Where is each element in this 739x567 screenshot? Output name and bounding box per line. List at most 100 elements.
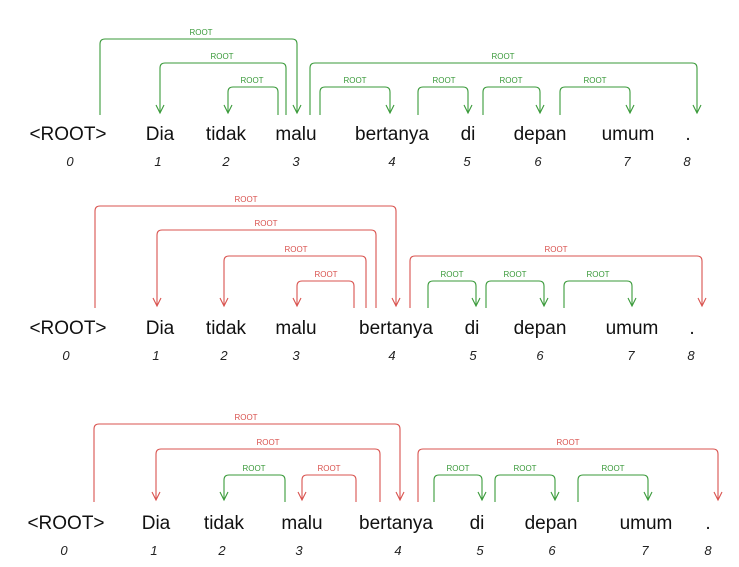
arc-label: ROOT	[513, 464, 536, 473]
dependency-arc: ROOT	[292, 270, 355, 308]
arc-line	[417, 448, 719, 502]
arc-label: ROOT	[583, 76, 606, 85]
arc-line	[227, 86, 279, 115]
token-index: 2	[221, 154, 230, 169]
arc-label: ROOT	[234, 195, 257, 204]
arrowhead-icon	[713, 491, 723, 502]
arc-line	[319, 86, 391, 115]
token-word: Dia	[142, 513, 171, 534]
token-word: depan	[525, 513, 578, 534]
token-index: 7	[641, 543, 649, 558]
arc-label: ROOT	[432, 76, 455, 85]
arc-label: ROOT	[601, 464, 624, 473]
token-word: .	[685, 124, 690, 145]
arc-line	[417, 86, 469, 115]
arrowhead-icon	[395, 491, 405, 502]
arc-label: ROOT	[586, 270, 609, 279]
token-word: umum	[606, 318, 659, 339]
token-word: depan	[514, 318, 567, 339]
arc-label: ROOT	[234, 413, 257, 422]
dependency-arc: ROOT	[99, 28, 302, 115]
arc-line	[159, 62, 287, 115]
dependency-arc: ROOT	[297, 464, 357, 502]
arrowhead-icon	[385, 104, 395, 115]
arc-line	[296, 280, 355, 308]
token-word: umum	[602, 124, 655, 145]
arc-line	[577, 474, 649, 502]
token-index: 2	[219, 348, 228, 363]
arc-line	[482, 86, 541, 115]
dependency-arc: ROOT	[219, 464, 286, 502]
arrowhead-icon	[292, 104, 302, 115]
token-index: 5	[469, 348, 477, 363]
arrowhead-icon	[391, 297, 401, 308]
dependency-arc: ROOT	[482, 76, 545, 115]
arc-line	[94, 205, 397, 308]
parse-tree-3: ROOT ROOT ROOT ROOT ROOT ROOT ROOT ROOT <ROOT> Di…	[27, 413, 723, 558]
arc-line	[433, 474, 483, 502]
arc-label: ROOT	[491, 52, 514, 61]
token-index: 0	[62, 348, 70, 363]
token-index: 8	[687, 348, 695, 363]
token-word: di	[461, 124, 476, 145]
dependency-arc: ROOT	[427, 270, 481, 308]
token-word: <ROOT>	[29, 124, 106, 145]
dependency-arc: ROOT	[309, 52, 702, 115]
dependency-arc: ROOT	[433, 464, 487, 502]
arrowhead-icon	[535, 104, 545, 115]
arc-line	[494, 474, 556, 502]
arc-label: ROOT	[544, 245, 567, 254]
dependency-arc: ROOT	[417, 76, 473, 115]
token-index: 7	[627, 348, 635, 363]
dependency-arc: ROOT	[151, 438, 381, 502]
token-word: malu	[281, 513, 322, 534]
arrowhead-icon	[692, 104, 702, 115]
arc-label: ROOT	[440, 270, 463, 279]
arrowhead-icon	[292, 297, 302, 308]
dependency-arc: ROOT	[563, 270, 637, 308]
arrowhead-icon	[627, 297, 637, 308]
token-index: 2	[217, 543, 226, 558]
token-word: malu	[275, 124, 316, 145]
arc-line	[559, 86, 631, 115]
arc-line	[223, 474, 286, 502]
arc-label: ROOT	[343, 76, 366, 85]
arc-line	[563, 280, 633, 308]
arrowhead-icon	[697, 297, 707, 308]
dependency-arc: ROOT	[409, 245, 707, 308]
token-index: 7	[623, 154, 631, 169]
token-index: 4	[388, 348, 395, 363]
dependency-arc: ROOT	[223, 76, 279, 115]
arrowhead-icon	[643, 491, 653, 502]
arc-line	[99, 38, 298, 115]
token-index: 6	[534, 154, 542, 169]
dependency-arc: ROOT	[559, 76, 635, 115]
arrowhead-icon	[550, 491, 560, 502]
arc-line	[155, 448, 381, 502]
arc-label: ROOT	[189, 28, 212, 37]
arrowhead-icon	[463, 104, 473, 115]
arc-label: ROOT	[556, 438, 579, 447]
arc-line	[309, 62, 698, 115]
arrowhead-icon	[155, 104, 165, 115]
arrowhead-icon	[219, 491, 229, 502]
arc-label: ROOT	[256, 438, 279, 447]
token-word: <ROOT>	[29, 318, 106, 339]
token-word: di	[465, 318, 480, 339]
arc-label: ROOT	[503, 270, 526, 279]
token-word: umum	[620, 513, 673, 534]
dependency-arc: ROOT	[93, 413, 405, 502]
token-index: 1	[150, 543, 157, 558]
dependency-arc: ROOT	[577, 464, 653, 502]
arc-line	[427, 280, 477, 308]
arrowhead-icon	[471, 297, 481, 308]
dependency-arc: ROOT	[485, 270, 549, 308]
arc-label: ROOT	[242, 464, 265, 473]
token-index: 1	[154, 154, 161, 169]
token-word: bertanya	[359, 513, 433, 534]
token-word: <ROOT>	[27, 513, 104, 534]
dependency-arc: ROOT	[417, 438, 723, 502]
token-index: 0	[60, 543, 68, 558]
dependency-arc: ROOT	[155, 52, 287, 115]
